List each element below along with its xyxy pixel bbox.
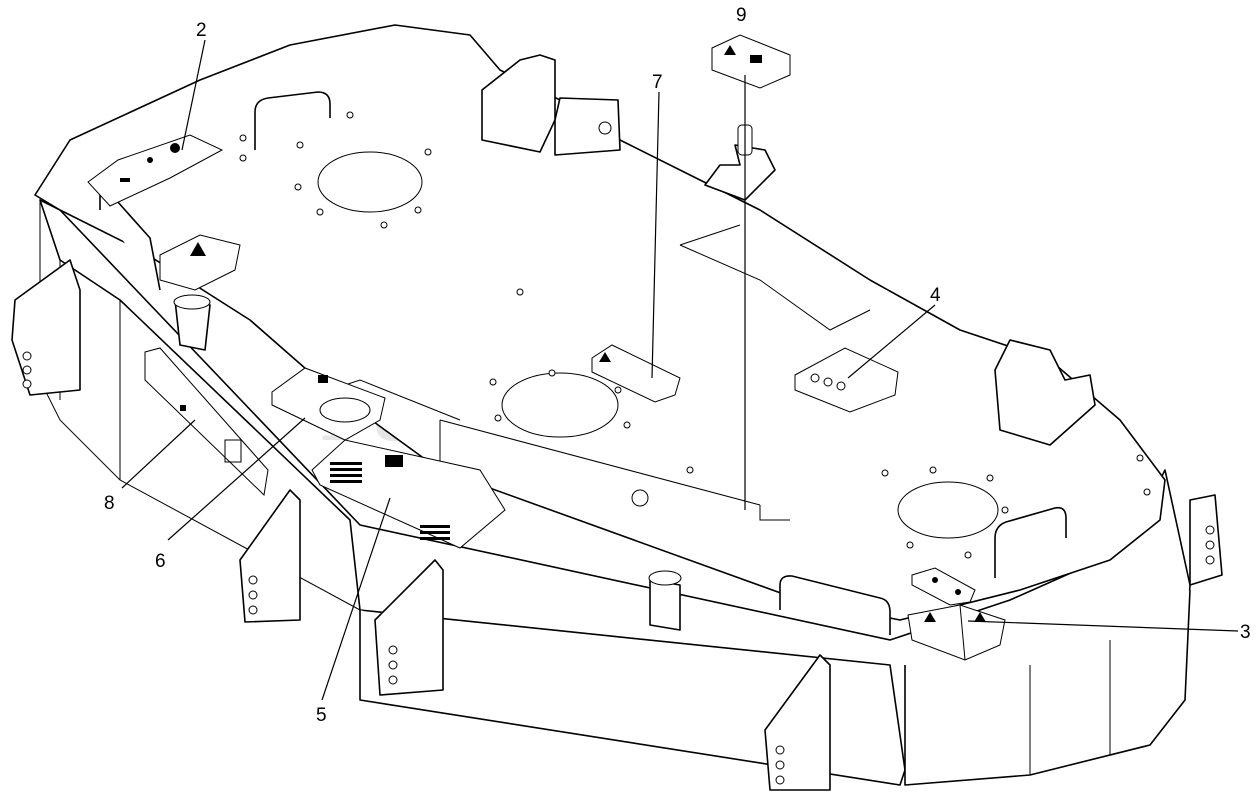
decal-8: [144, 347, 269, 497]
leader-8: [121, 419, 196, 489]
decal-3: [907, 604, 1006, 661]
decal-7: [591, 344, 681, 403]
leader-4: [847, 304, 936, 379]
decal-4: [794, 347, 899, 413]
right-blade-opening: [897, 481, 999, 539]
left-blade-opening: [317, 151, 423, 213]
mounting-holes: [239, 111, 1151, 559]
decal-2: [87, 134, 224, 207]
leader-lines: [121, 39, 1239, 701]
anti-scalp-mounts: [11, 259, 1223, 791]
decal-5: [311, 439, 506, 549]
blade-openings: [317, 151, 999, 539]
callout-3: 3: [1240, 622, 1251, 643]
deck-brackets: [173, 54, 1096, 631]
center-pivot-sleeve: [649, 579, 681, 631]
deck-handles: [99, 91, 1067, 635]
belt-cover-mount: [704, 144, 776, 201]
callout-6: 6: [155, 551, 166, 572]
callout-2: 2: [196, 20, 207, 41]
callout-labels: 2 9 7 4 8 6 5 3: [104, 5, 1251, 726]
decal-6: [271, 367, 386, 441]
decal-9: [711, 34, 791, 89]
leader-6: [167, 417, 306, 541]
leader-7: [651, 91, 660, 379]
leader-3: [967, 620, 1239, 632]
callout-9: 9: [736, 5, 747, 26]
callout-5: 5: [316, 705, 327, 726]
rear-left-bracket: [481, 54, 556, 153]
leader-2: [181, 39, 206, 151]
leader-5: [321, 497, 391, 701]
decal-small-right: [911, 567, 976, 606]
callout-7: 7: [652, 72, 663, 93]
callout-4: 4: [930, 285, 941, 306]
right-bracket: [994, 339, 1096, 446]
center-blade-opening: [501, 372, 619, 438]
decal-safety-warning-left: [159, 234, 241, 291]
callout-8: 8: [104, 493, 115, 514]
